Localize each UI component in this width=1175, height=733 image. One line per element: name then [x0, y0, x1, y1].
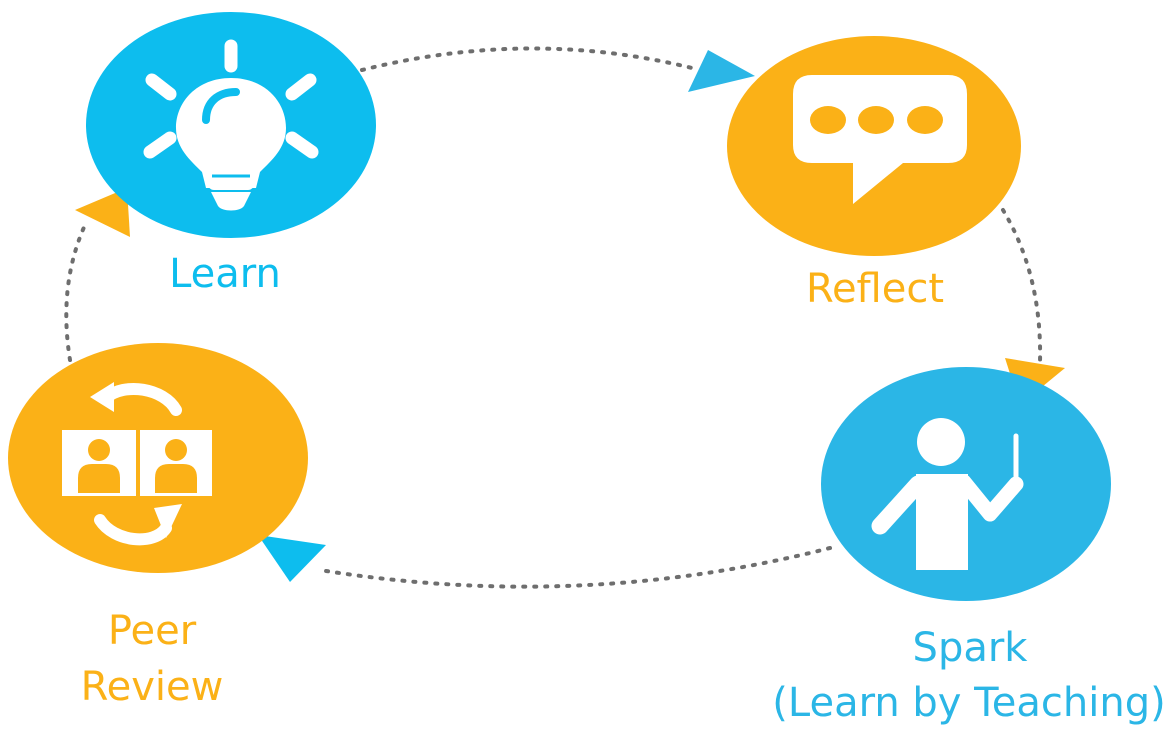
peer-review-label-line1: Peer [108, 608, 197, 654]
learn-label: Learn [169, 251, 281, 297]
speech-bubble-icon [793, 75, 967, 204]
node-peer-review: Peer Review [8, 343, 308, 710]
spark-label-line1: Spark [913, 625, 1029, 671]
node-learn: Learn [86, 12, 376, 297]
connector-learn-to-reflect [360, 46, 694, 72]
lightbulb-icon [143, 39, 319, 211]
arrowhead-to-reflect [688, 50, 755, 92]
connector-peer-review-to-learn [64, 223, 87, 362]
arrowhead-to-peer-review [258, 535, 326, 582]
reflect-label: Reflect [806, 266, 944, 312]
connector-reflect-to-spark [1001, 208, 1043, 364]
cycle-connectors [64, 46, 1043, 589]
node-reflect: Reflect [727, 36, 1021, 312]
arrowhead-to-learn [75, 188, 130, 237]
spark-label-line2: (Learn by Teaching) [772, 680, 1165, 726]
connector-spark-to-peer-review [318, 546, 832, 589]
peer-review-label-line2: Review [81, 664, 224, 710]
peer-exchange-icon [62, 382, 212, 546]
node-spark: Spark (Learn by Teaching) [772, 367, 1166, 726]
teacher-pointer-icon [871, 418, 1024, 570]
